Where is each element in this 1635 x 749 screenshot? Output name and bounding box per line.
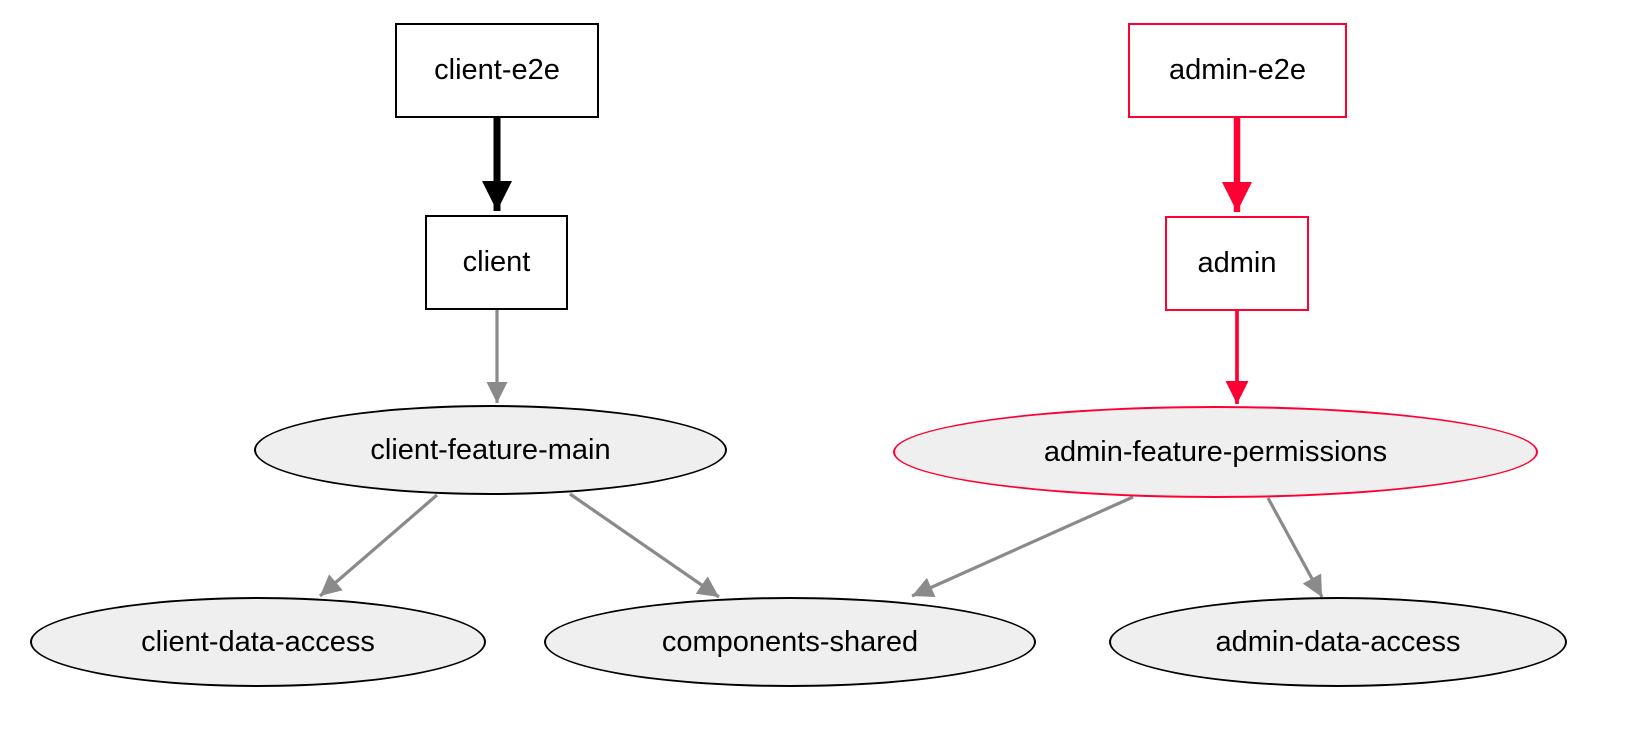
edge-client-feature-main-to-components-shared	[569, 492, 720, 599]
node-label: client	[462, 246, 531, 278]
node-label: admin-e2e	[1168, 54, 1307, 86]
edge-client-feature-main-to-client-data-access	[318, 493, 439, 598]
node-client-e2e: client-e2e	[395, 23, 599, 118]
node-label: admin-feature-permissions	[1043, 435, 1388, 468]
node-label: admin	[1197, 247, 1277, 279]
node-label: client-feature-main	[370, 433, 611, 466]
node-admin-data-access: admin-data-access	[1109, 597, 1567, 687]
node-admin-feature-permissions: admin-feature-permissions	[893, 406, 1538, 498]
node-admin-e2e: admin-e2e	[1128, 23, 1347, 118]
edge-admin-feature-permissions-to-components-shared	[911, 495, 1134, 598]
node-label: admin-data-access	[1215, 625, 1461, 658]
node-components-shared: components-shared	[544, 597, 1036, 687]
edge-admin-feature-permissions-to-admin-data-access	[1266, 497, 1324, 598]
node-admin: admin	[1165, 216, 1309, 311]
node-label: components-shared	[661, 625, 919, 658]
node-client: client	[425, 215, 568, 310]
node-label: client-data-access	[141, 625, 375, 658]
node-label: client-e2e	[434, 54, 560, 86]
node-client-data-access: client-data-access	[30, 597, 486, 687]
node-client-feature-main: client-feature-main	[254, 405, 727, 495]
